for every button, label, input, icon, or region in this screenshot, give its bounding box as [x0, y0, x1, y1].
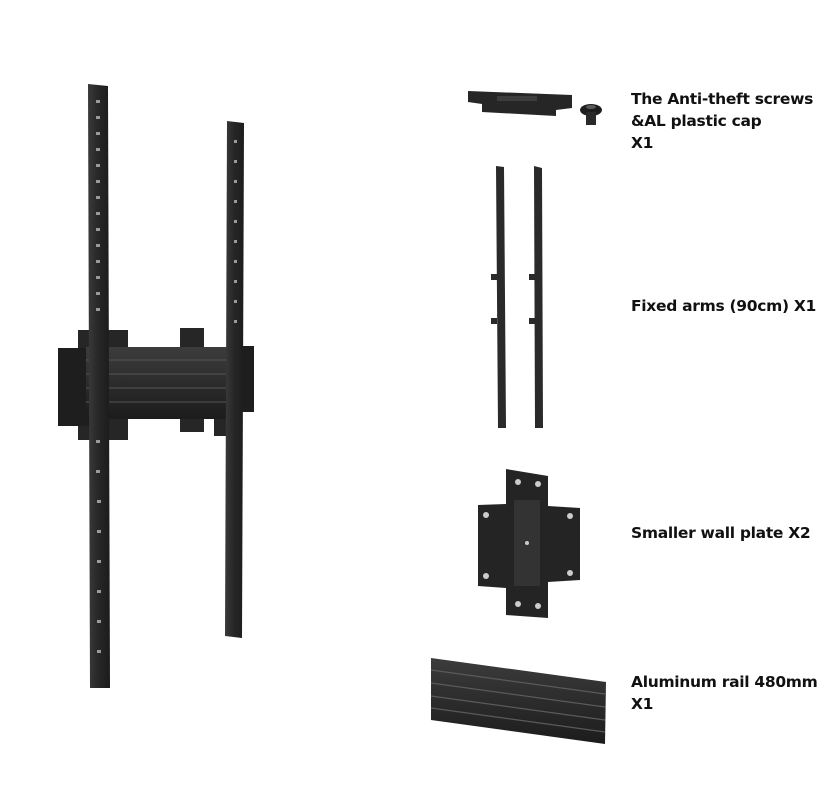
- label-line: X1: [631, 134, 654, 152]
- label-line: Aluminum rail 480mm: [631, 673, 818, 691]
- fixed-arm: [496, 166, 506, 428]
- assembled-mount-image: [58, 84, 254, 688]
- label-wall-plate: Smaller wall plate X2: [631, 522, 811, 544]
- plastic-cap: [468, 91, 572, 116]
- label-anti-theft-screws: The Anti-theft screws &AL plastic cap X1: [631, 88, 813, 154]
- label-aluminum-rail: Aluminum rail 480mm X1: [631, 671, 818, 715]
- label-line: Fixed arms (90cm) X1: [631, 297, 816, 315]
- aluminum-rail: [431, 658, 606, 744]
- label-line: Smaller wall plate X2: [631, 524, 811, 542]
- wall-plate-image: [478, 469, 580, 618]
- label-line: The Anti-theft screws: [631, 90, 814, 108]
- mount-arm-left: [88, 84, 110, 688]
- bracket-tab: [180, 328, 204, 348]
- anti-theft-screws-image: [468, 91, 602, 125]
- fixed-arms-image: [491, 166, 543, 428]
- screw-head-icon: [580, 104, 602, 116]
- label-line: X1: [631, 695, 654, 713]
- label-line: &AL plastic cap: [631, 112, 762, 130]
- label-fixed-arms: Fixed arms (90cm) X1: [631, 295, 816, 317]
- assembled-rail: [86, 347, 242, 419]
- aluminum-rail-image: [430, 658, 606, 744]
- mount-arm-right: [225, 121, 244, 638]
- fixed-arm: [534, 166, 543, 428]
